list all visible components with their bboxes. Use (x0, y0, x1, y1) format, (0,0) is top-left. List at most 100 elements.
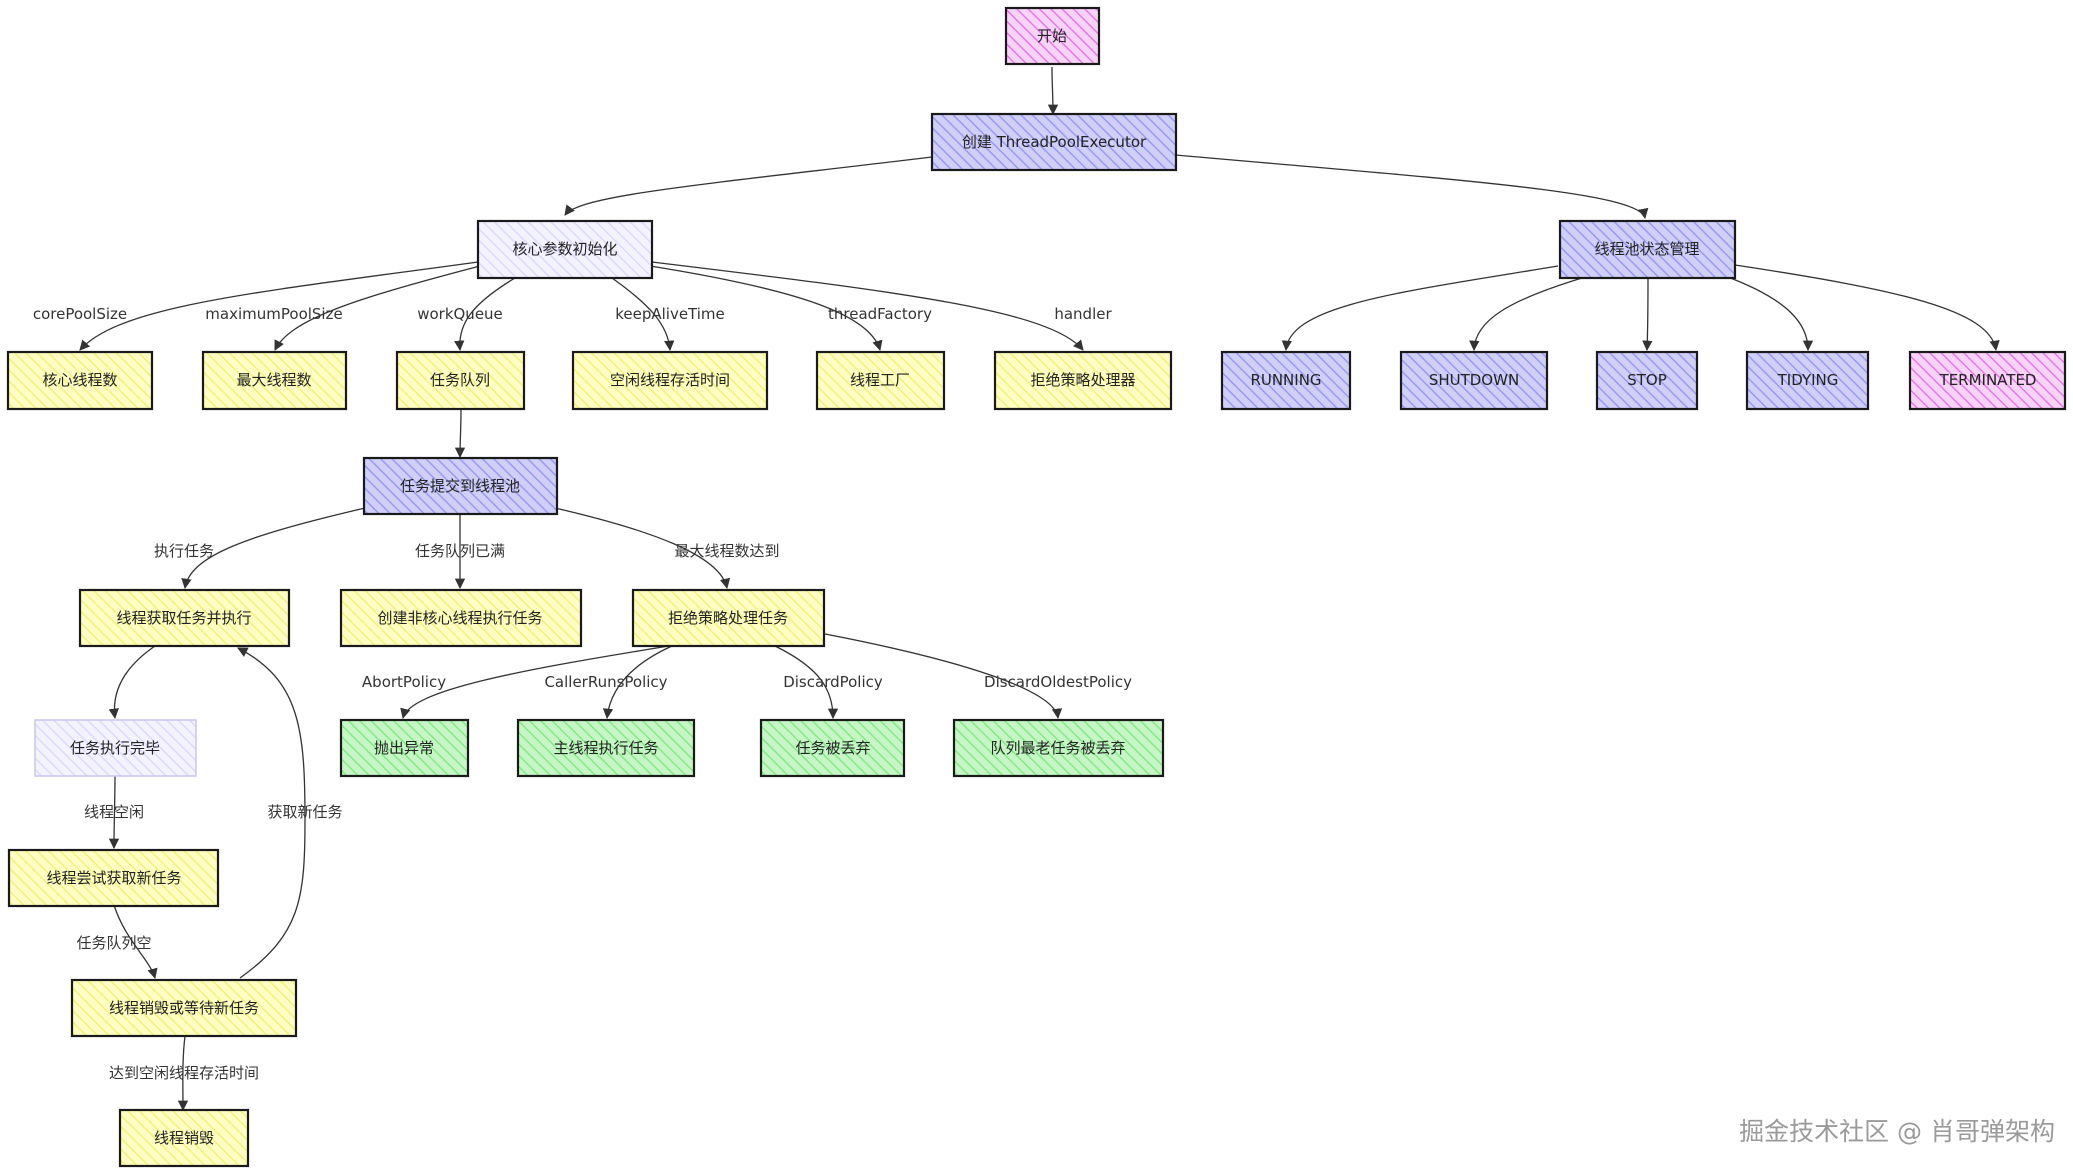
label-thread-factory: threadFactory (828, 305, 932, 323)
node-reject-task-label: 拒绝策略处理任务 (668, 609, 788, 627)
edge-state-tidying (1724, 275, 1814, 352)
edge-destroywait-fetchexec (237, 647, 306, 979)
label-abort: AbortPolicy (362, 673, 446, 691)
edge-state-running (1281, 265, 1559, 352)
node-main-exec[interactable]: 主线程执行任务 (516, 718, 696, 778)
node-throw-exception-label: 抛出异常 (374, 739, 434, 757)
edge-taskdone-tryfetch (108, 774, 120, 850)
node-idle-time[interactable]: 空闲线程存活时间 (571, 350, 769, 411)
label-core-pool-size: corePoolSize (33, 305, 127, 323)
edge-labels: corePoolSize maximumPoolSize workQueue k… (33, 305, 1132, 1082)
label-get-new-task: 获取新任务 (267, 803, 342, 821)
label-work-queue: workQueue (417, 305, 503, 323)
label-queue-full: 任务队列已满 (415, 542, 505, 560)
label-keep-alive: keepAliveTime (615, 305, 725, 323)
label-queue-empty: 任务队列空 (76, 934, 151, 952)
edge-submit-fetchexec (181, 507, 366, 590)
node-core-init[interactable]: 核心参数初始化 (476, 219, 654, 280)
edge-destroywait-destroyed (177, 1035, 189, 1112)
edge-state-terminated (1734, 264, 2000, 352)
node-task-queue-label: 任务队列 (430, 371, 490, 389)
node-destroy-or-wait[interactable]: 线程销毁或等待新任务 (70, 978, 298, 1038)
node-task-done-label: 任务执行完毕 (70, 739, 160, 757)
node-throw-exception[interactable]: 抛出异常 (339, 718, 470, 778)
node-shutdown[interactable]: SHUTDOWN (1399, 350, 1549, 411)
edge-reject-callerruns (602, 645, 673, 720)
edge-submit-reject (554, 507, 731, 590)
node-tidying[interactable]: TIDYING (1745, 350, 1870, 411)
node-submit[interactable]: 任务提交到线程池 (362, 456, 559, 516)
edge-fetchexec-taskdone (108, 645, 156, 720)
node-core-threads[interactable]: 核心线程数 (6, 350, 154, 411)
edge-coreinit-idletime (611, 277, 675, 352)
node-destroy-or-wait-label: 线程销毁或等待新任务 (109, 999, 259, 1017)
edge-create-state (1174, 154, 1649, 220)
node-thread-factory[interactable]: 线程工厂 (815, 350, 946, 411)
node-task-done[interactable]: 任务执行完毕 (34, 719, 197, 777)
node-destroyed[interactable]: 线程销毁 (118, 1108, 250, 1168)
edge-start-create (1047, 66, 1059, 116)
edge-coreinit-handler (651, 261, 1084, 351)
node-start-label: 开始 (1037, 27, 1067, 45)
edge-coreinit-maxthreads (274, 265, 481, 351)
label-discard-oldest: DiscardOldestPolicy (984, 673, 1132, 691)
watermark-text: 掘金技术社区 @ 肖哥弹架构 (1739, 1117, 2055, 1146)
label-discard: DiscardPolicy (783, 673, 883, 691)
node-tidying-label: TIDYING (1777, 371, 1839, 389)
label-handler: handler (1054, 305, 1112, 323)
node-task-queue[interactable]: 任务队列 (395, 350, 526, 411)
node-fetch-exec[interactable]: 线程获取任务并执行 (78, 588, 291, 648)
node-state-mgmt-label: 线程池状态管理 (1594, 240, 1699, 258)
edge-coreinit-factory (649, 265, 883, 351)
node-destroyed-label: 线程销毁 (154, 1129, 214, 1147)
label-exec-task: 执行任务 (154, 542, 214, 560)
label-keep-alive-reached: 达到空闲线程存活时间 (109, 1064, 259, 1082)
edge-taskqueue-submit (454, 409, 466, 459)
node-thread-factory-label: 线程工厂 (850, 371, 910, 389)
label-thread-idle: 线程空闲 (84, 803, 144, 821)
node-discarded[interactable]: 任务被丢弃 (759, 718, 906, 778)
edge-state-shutdown (1469, 277, 1583, 352)
node-create-noncore[interactable]: 创建非核心线程执行任务 (339, 588, 583, 648)
node-max-threads[interactable]: 最大线程数 (201, 350, 348, 411)
label-caller-runs: CallerRunsPolicy (544, 673, 667, 691)
node-stop[interactable]: STOP (1595, 350, 1699, 411)
edge-create-coreinit (564, 156, 933, 216)
node-fetch-exec-label: 线程获取任务并执行 (116, 609, 251, 627)
node-terminated[interactable]: TERMINATED (1908, 350, 2067, 411)
edge-coreinit-taskqueue (454, 277, 516, 352)
edge-state-stop (1642, 277, 1653, 352)
edges (79, 66, 2000, 1112)
node-oldest-discarded[interactable]: 队列最老任务被丢弃 (952, 718, 1165, 778)
node-state-mgmt[interactable]: 线程池状态管理 (1558, 219, 1737, 280)
node-create-noncore-label: 创建非核心线程执行任务 (377, 609, 542, 627)
node-shutdown-label: SHUTDOWN (1429, 371, 1519, 389)
node-submit-label: 任务提交到线程池 (400, 477, 520, 495)
node-create-executor-label: 创建 ThreadPoolExecutor (962, 133, 1147, 151)
node-reject-handler-label: 拒绝策略处理器 (1030, 371, 1135, 389)
node-max-threads-label: 最大线程数 (236, 371, 311, 389)
edge-coreinit-corethreads (79, 261, 479, 351)
label-max-reached: 最大线程数达到 (674, 542, 779, 560)
node-main-exec-label: 主线程执行任务 (553, 739, 658, 757)
edge-reject-discardoldest (824, 633, 1063, 720)
node-reject-handler[interactable]: 拒绝策略处理器 (993, 350, 1173, 411)
edge-reject-discard (774, 645, 839, 720)
node-oldest-discarded-label: 队列最老任务被丢弃 (990, 739, 1125, 757)
node-stop-label: STOP (1627, 371, 1667, 389)
nodes: 开始 创建 ThreadPoolExecutor 核心参数初始化 线程池状态管理… (6, 6, 2067, 1168)
node-core-init-label: 核心参数初始化 (512, 240, 617, 258)
node-terminated-label: TERMINATED (1939, 371, 2037, 389)
node-reject-task[interactable]: 拒绝策略处理任务 (631, 588, 826, 648)
node-running-label: RUNNING (1250, 371, 1321, 389)
node-running[interactable]: RUNNING (1220, 350, 1352, 411)
node-idle-time-label: 空闲线程存活时间 (610, 371, 730, 389)
node-create-executor[interactable]: 创建 ThreadPoolExecutor (930, 112, 1178, 172)
node-core-threads-label: 核心线程数 (42, 371, 117, 389)
node-start[interactable]: 开始 (1004, 6, 1101, 66)
edge-tryfetch-destroywait (113, 904, 158, 980)
node-discarded-label: 任务被丢弃 (795, 739, 870, 757)
edge-reject-abort (400, 644, 676, 720)
node-try-fetch[interactable]: 线程尝试获取新任务 (7, 848, 220, 908)
